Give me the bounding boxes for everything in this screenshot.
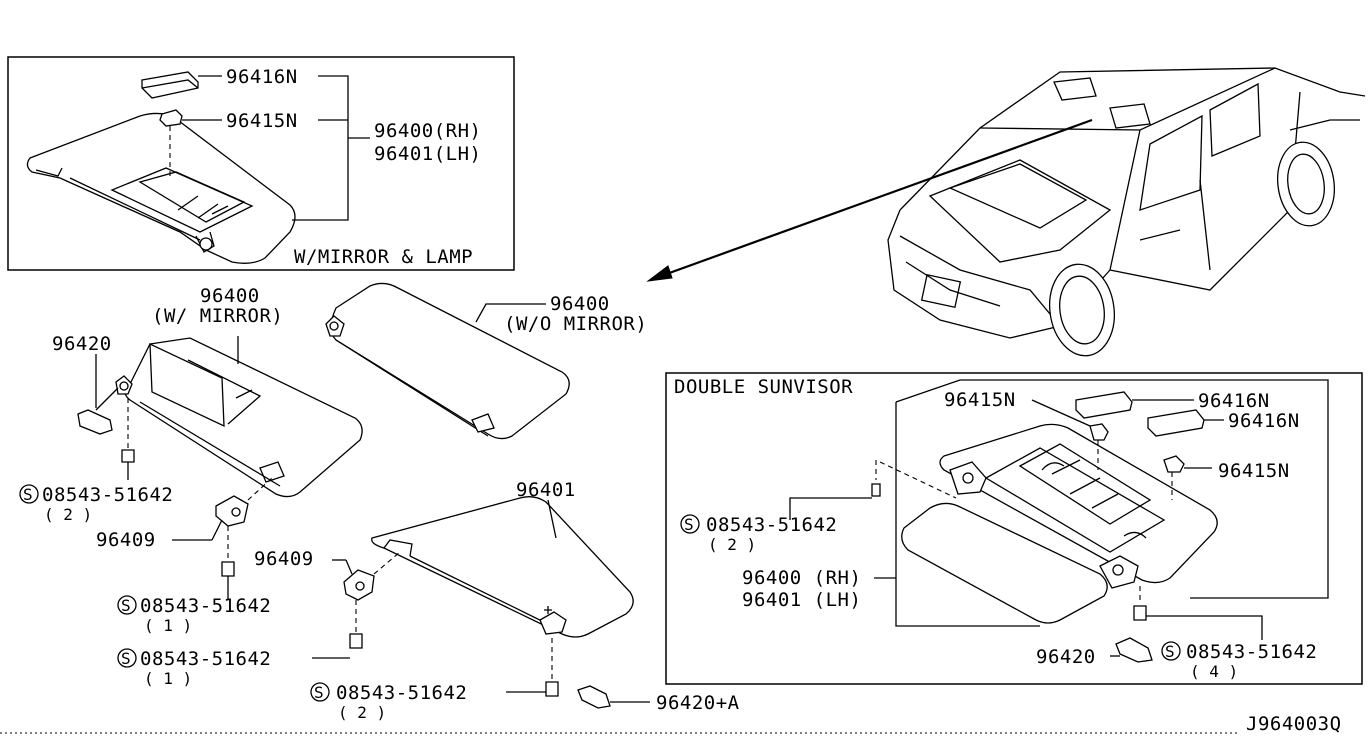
screw-qty: ( 2 ): [44, 505, 92, 524]
double-lens-part-2: [1147, 409, 1205, 437]
screw-number: 08543-51642: [706, 514, 837, 536]
double-holder-label: 96420: [1036, 646, 1096, 668]
double-visor-illustration: [901, 423, 1218, 624]
double-lens-1-label: 96416N: [1198, 390, 1270, 412]
screw-qty: ( 1 ): [144, 616, 192, 635]
double-screw-part-2: [1133, 605, 1147, 621]
screw-part-3: [349, 633, 363, 649]
visor-w-mirror-number: 96400: [200, 285, 260, 307]
double-bulb-1-label: 96415N: [944, 389, 1016, 411]
screw-symbol: S: [314, 683, 324, 702]
holder-label: 96420: [52, 333, 112, 355]
holder-96420a-part: [577, 685, 611, 709]
lamp-bulb-label: 96415N: [226, 110, 298, 132]
screw-callout-3: S 08543-51642 ( 1 ): [117, 648, 271, 688]
double-lens-2-label: 96416N: [1228, 410, 1300, 432]
visor-wo-mirror-note: (W/O MIRROR): [504, 313, 647, 335]
screw-number: 08543-51642: [336, 682, 467, 704]
screw-symbol: S: [1165, 642, 1175, 661]
screw-qty: ( 1 ): [144, 669, 192, 688]
bracket-1-label: 96409: [96, 529, 156, 551]
screw-callout-2: S 08543-51642 ( 1 ): [117, 595, 271, 635]
screw-symbol: S: [121, 649, 131, 668]
visor-rh-label: 96400(RH): [374, 120, 481, 142]
mirror-lamp-inset: 96416N 96415N 96400(RH) 96401(LH) W/MIRR…: [7, 56, 515, 271]
double-screw-callout-1: S 08543-51642 ( 2 ): [680, 514, 837, 554]
mirror-lamp-caption: W/MIRROR & LAMP: [294, 246, 473, 268]
visor-lh-label: 96401(LH): [374, 143, 481, 165]
holder-a-label: 96420+A: [656, 692, 740, 714]
double-holder-part: [1115, 637, 1153, 663]
bracket-2-label: 96409: [254, 548, 314, 570]
screw-number: 08543-51642: [42, 484, 173, 506]
screw-qty: ( 4 ): [1190, 662, 1238, 681]
lamp-lens-part: [141, 71, 199, 99]
screw-part-1: [121, 449, 135, 463]
screw-qty: ( 2 ): [338, 703, 386, 722]
visor-with-mirror-illustration: [115, 337, 363, 498]
double-screw-part-1: [871, 483, 881, 497]
vehicle-illustration: [646, 67, 1366, 357]
bracket-96409-part-2: [343, 569, 375, 601]
double-bulb-part-2: [1163, 455, 1185, 473]
double-bulb-part-1: [1089, 423, 1109, 441]
lamp-bulb-part: [159, 109, 183, 127]
screw-part-2: [221, 561, 235, 577]
lamp-lens-label: 96416N: [226, 66, 298, 88]
visor-wo-mirror-number: 96400: [550, 293, 610, 315]
screw-number: 08543-51642: [1186, 641, 1317, 663]
screw-part-4: [545, 681, 559, 697]
double-lens-part-1: [1075, 391, 1133, 419]
double-sunvisor-inset: DOUBLE SUNVISOR 96: [665, 372, 1363, 685]
double-sunvisor-caption: DOUBLE SUNVISOR: [674, 376, 853, 398]
screw-symbol: S: [121, 596, 131, 615]
screw-callout-4: S 08543-51642 ( 2 ): [310, 682, 467, 722]
visor-with-lamp-illustration: [26, 112, 296, 264]
visor-lh-number: 96401: [516, 479, 576, 501]
screw-symbol: S: [23, 485, 33, 504]
double-bulb-2-label: 96415N: [1218, 460, 1290, 482]
double-visor-lh-label: 96401 (LH): [742, 589, 861, 611]
holder-96420-part: [77, 409, 113, 435]
visor-lh-illustration: [371, 496, 634, 638]
screw-symbol: S: [684, 515, 694, 534]
screw-number: 08543-51642: [140, 648, 271, 670]
mirror-lamp-frame: [7, 56, 515, 271]
bracket-96409-part: [215, 495, 249, 527]
double-visor-rh-label: 96400 (RH): [742, 567, 861, 589]
diagram-code: J964003Q: [1246, 713, 1342, 735]
double-sunvisor-frame: [665, 372, 1363, 685]
screw-callout-1: S 08543-51642 ( 2 ): [19, 484, 173, 524]
screw-qty: ( 2 ): [708, 535, 756, 554]
visor-without-mirror-illustration: [325, 282, 570, 440]
visor-w-mirror-note: (W/ MIRROR): [152, 305, 283, 327]
screw-number: 08543-51642: [140, 595, 271, 617]
double-screw-callout-2: S 08543-51642 ( 4 ): [1161, 641, 1317, 681]
